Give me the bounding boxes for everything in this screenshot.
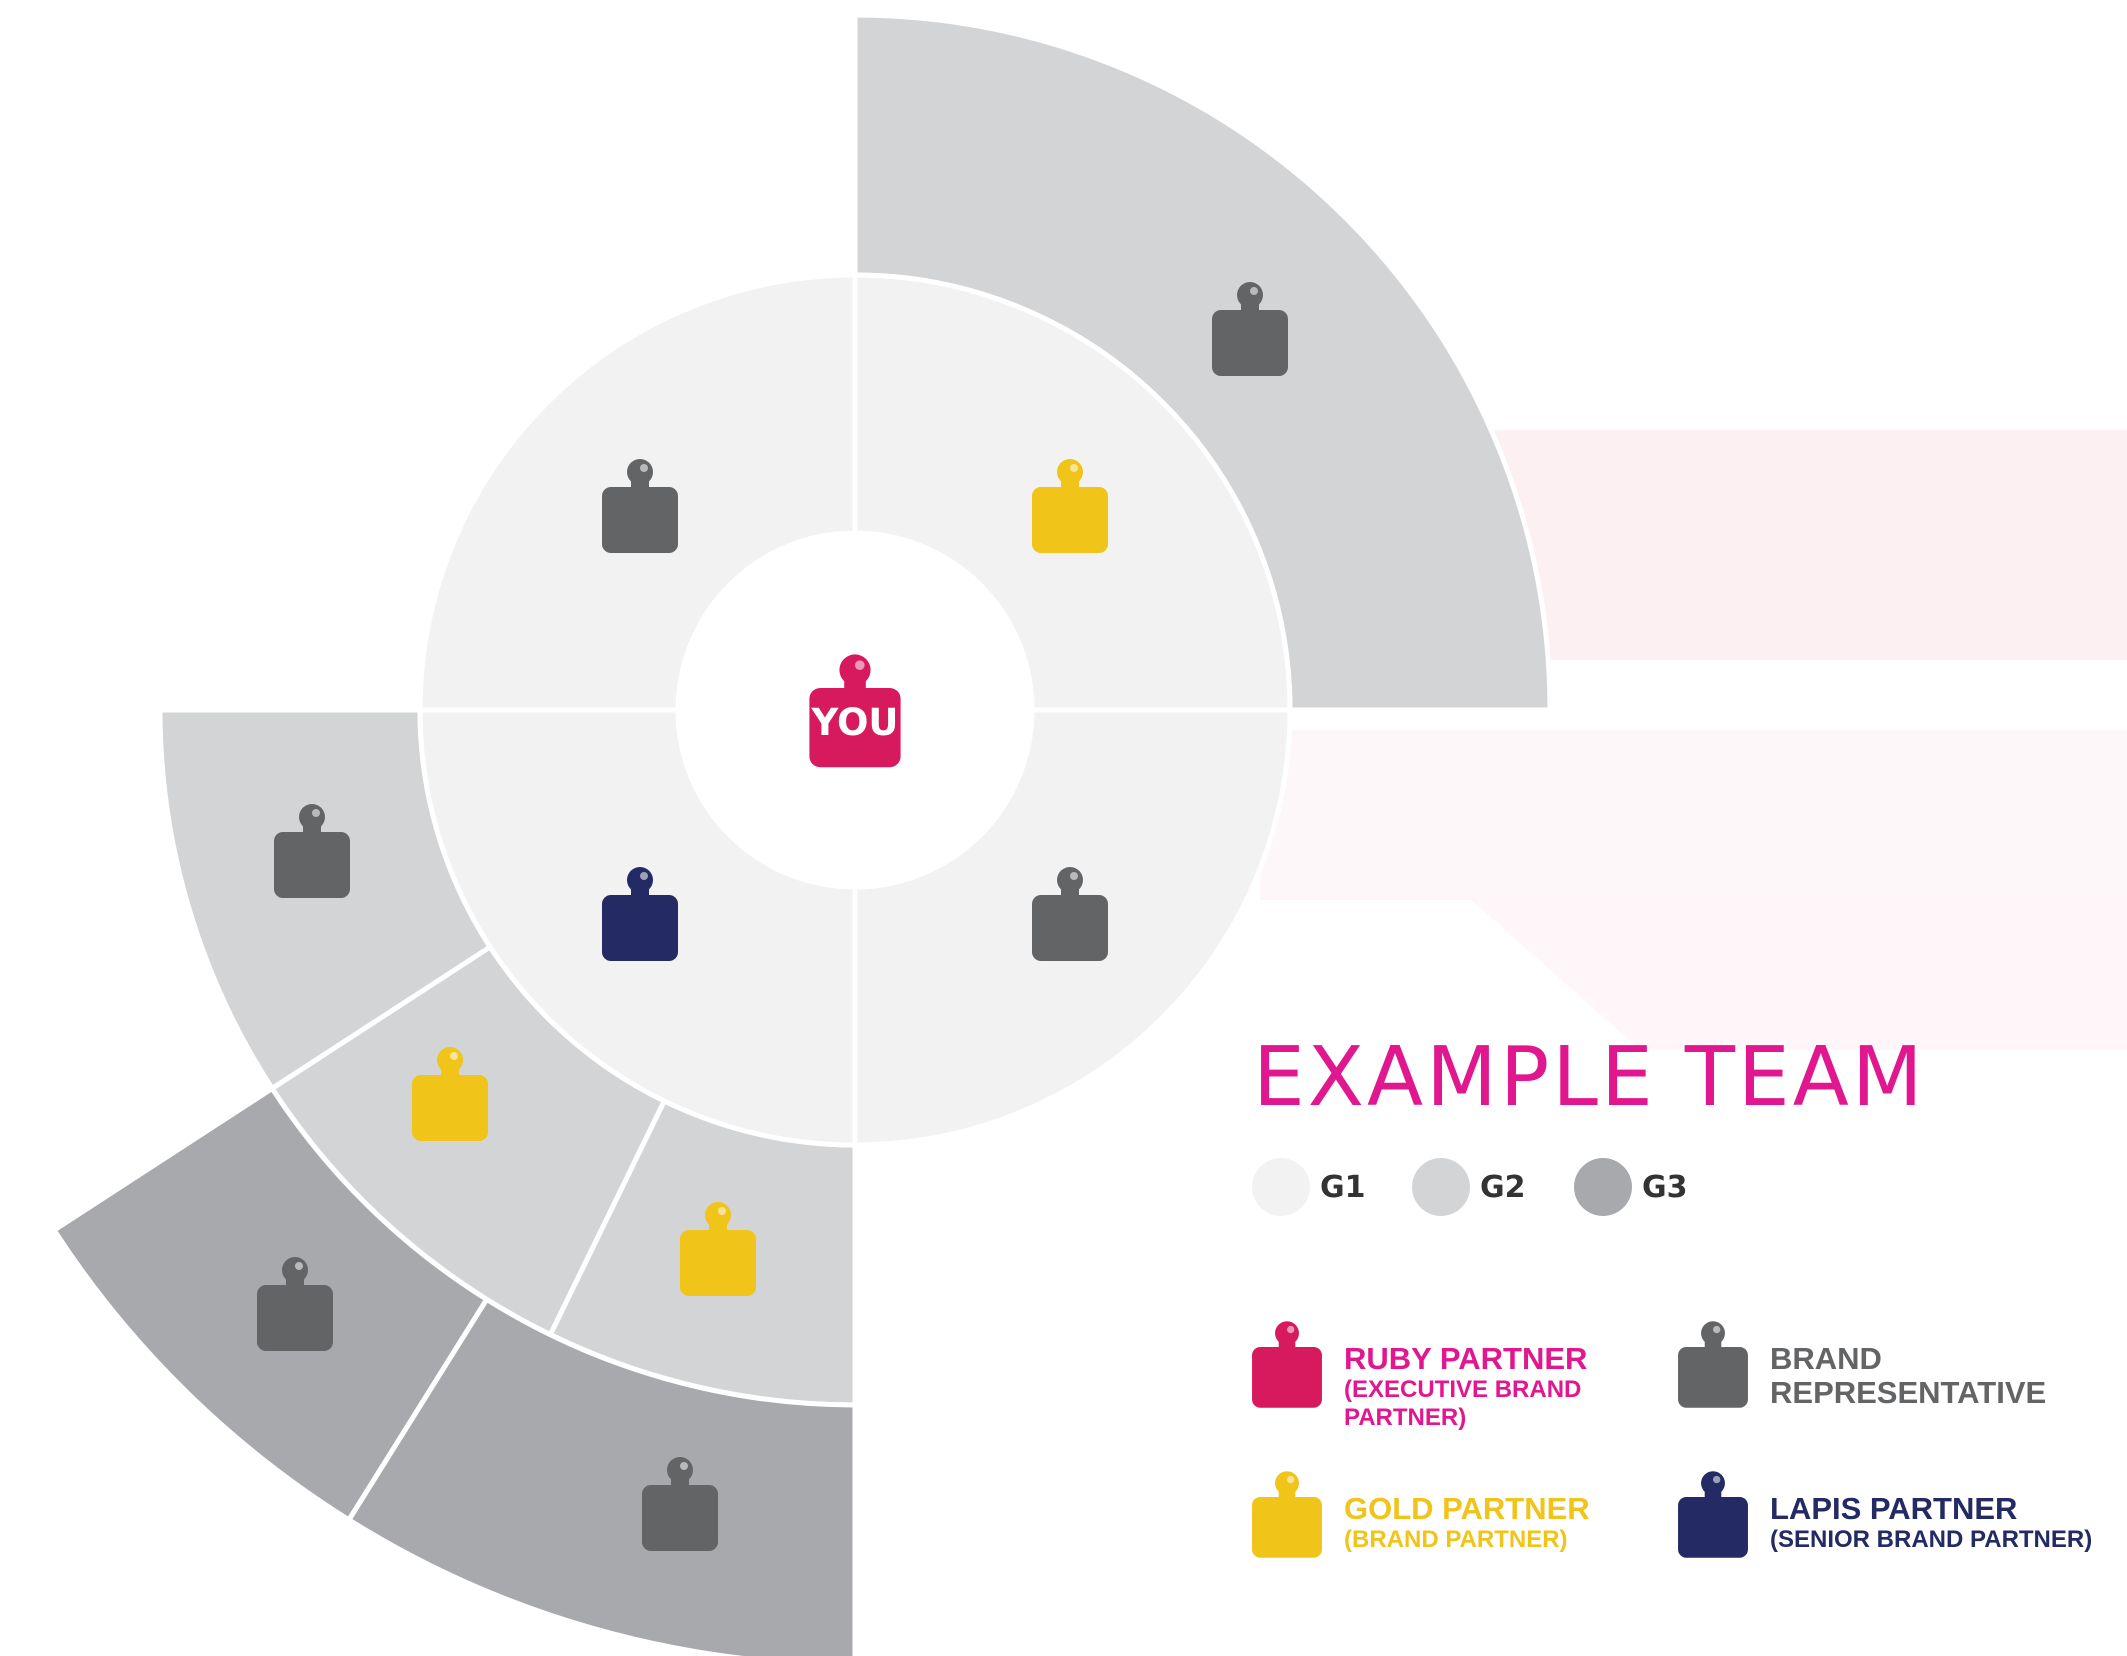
lapis-person-icon — [1678, 1471, 1748, 1558]
brand-label: BRAND REPRESENTATIVE — [1770, 1341, 2047, 1410]
g2-member-lower-left-2-icon — [412, 1047, 488, 1141]
legend-g1: G1 — [1252, 1152, 1366, 1222]
g1-member-1-icon — [602, 459, 678, 553]
g2-swatch — [1412, 1158, 1470, 1216]
diagram-title: EXAMPLE TEAM — [1253, 1030, 1926, 1125]
gold-person-icon — [1252, 1471, 1322, 1558]
team-member-figures — [257, 282, 1288, 1551]
you-person-icon — [809, 654, 901, 768]
g3-label: G3 — [1642, 1169, 1688, 1205]
g2-label: G2 — [1480, 1169, 1526, 1205]
g3-member-lower-left-1-icon — [257, 1257, 333, 1351]
lapis-sub-label: (SENIOR BRAND PARTNER) — [1770, 1526, 2093, 1553]
you-label: YOU — [811, 701, 899, 744]
ruby-sub-label: (EXECUTIVE BRAND PARTNER) — [1344, 1376, 1582, 1431]
g1-label: G1 — [1320, 1169, 1366, 1205]
g3-member-lower-left-2-icon — [642, 1457, 718, 1551]
g1-member-3-icon — [1032, 867, 1108, 961]
gold-sub-label: (BRAND PARTNER) — [1344, 1526, 1568, 1553]
ruby-person-icon — [1252, 1321, 1322, 1408]
g1-member-4-icon — [602, 867, 678, 961]
g2-member-top-right-icon — [1212, 282, 1288, 376]
g1-swatch — [1252, 1158, 1310, 1216]
ruby-label: RUBY PARTNER — [1344, 1341, 1588, 1376]
legend-gold: GOLD PARTNER (BRAND PARTNER) — [1250, 1468, 1590, 1568]
legend-g3: G3 — [1574, 1152, 1688, 1222]
lapis-label: LAPIS PARTNER — [1770, 1491, 2018, 1526]
legend-lapis: LAPIS PARTNER (SENIOR BRAND PARTNER) — [1676, 1468, 2092, 1568]
legend-ruby: RUBY PARTNER (EXECUTIVE BRAND PARTNER) — [1250, 1318, 1614, 1432]
g3-sector-lower-left-2 — [346, 1296, 858, 1656]
legend-brand: BRAND REPRESENTATIVE — [1676, 1318, 2090, 1418]
background-decoration — [1260, 430, 2127, 1050]
brand-person-icon — [1678, 1321, 1748, 1408]
gold-label: GOLD PARTNER — [1344, 1491, 1590, 1526]
legend-g2: G2 — [1412, 1152, 1526, 1222]
g2-member-lower-left-3-icon — [680, 1202, 756, 1296]
g1-member-2-icon — [1032, 459, 1108, 553]
g3-swatch — [1574, 1158, 1632, 1216]
g2-member-lower-left-1-icon — [274, 804, 350, 898]
